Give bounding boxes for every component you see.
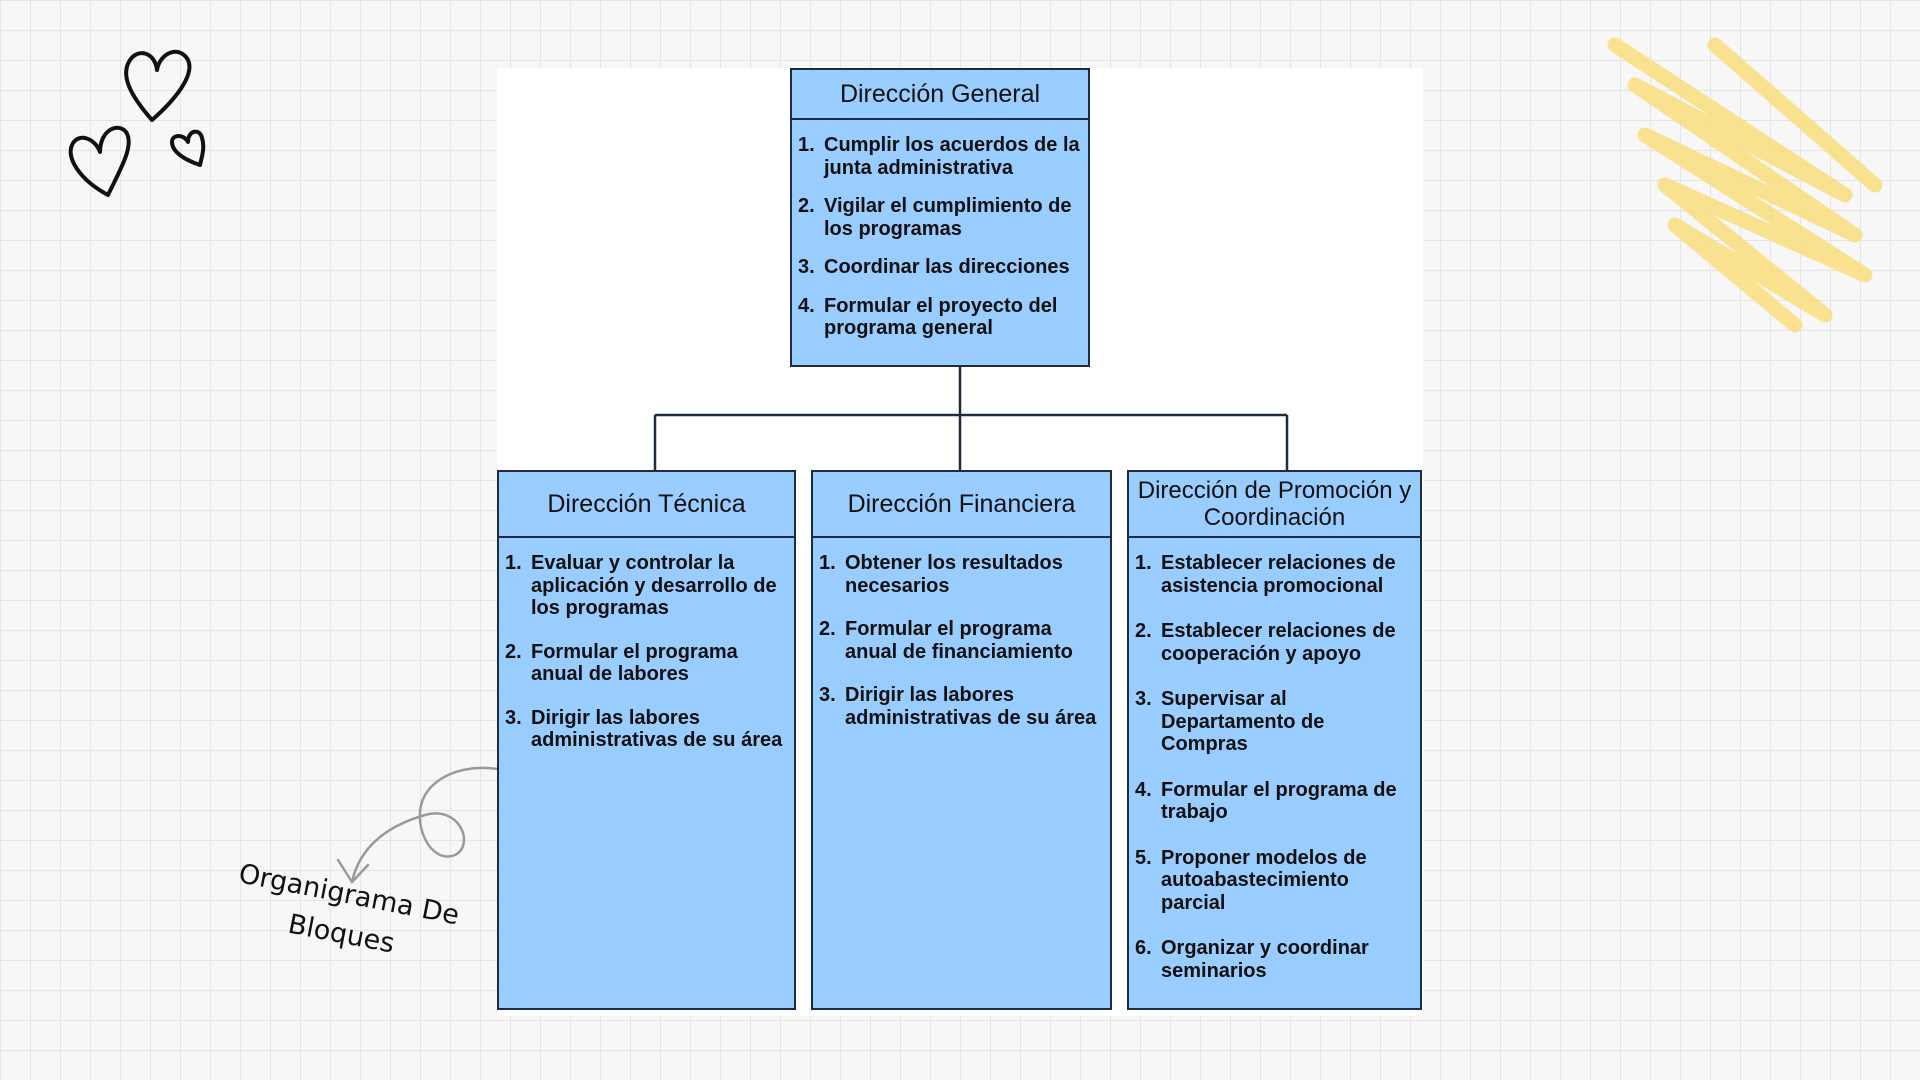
list-item: 2. Formular el programa anual de labores	[499, 641, 794, 686]
org-chart: Dirección General 1. Cumplir los acuerdos…	[497, 68, 1423, 1016]
box-direccion-tecnica: Dirección Técnica 1. Evaluar y controlar …	[497, 470, 796, 1010]
responsibility-list: 1. Evaluar y controlar la aplicación y de…	[499, 538, 794, 752]
list-item: 2. Establecer relaciones de cooperación y…	[1129, 620, 1420, 665]
item-number: 2.	[819, 618, 836, 640]
list-item: 6. Organizar y coordinar seminarios	[1129, 937, 1420, 982]
item-text: Supervisar al Departamento de Compras	[1161, 688, 1325, 755]
hearts-doodle-icon	[68, 49, 206, 197]
item-text: Formular el programa de trabajo	[1161, 778, 1397, 824]
item-text: Formular el programa anual de financiami…	[845, 618, 1073, 663]
responsibility-list: 1. Obtener los resultados necesarios 2. Fo…	[813, 538, 1110, 729]
responsibility-list: 1. Establecer relaciones de asistencia pr…	[1129, 538, 1420, 982]
item-number: 4.	[798, 294, 815, 317]
list-item: 1. Establecer relaciones de asistencia pr…	[1129, 552, 1420, 597]
item-number: 1.	[819, 552, 836, 574]
item-number: 3.	[1135, 688, 1152, 710]
box-direccion-general: Dirección General 1. Cumplir los acuerdos…	[790, 68, 1090, 367]
item-text: Dirigir las labores administrativas de s…	[531, 706, 783, 752]
item-text: Obtener los resultados necesarios	[845, 552, 1063, 597]
box-direccion-promocion: Dirección de Promoción y Coordinación 1.…	[1127, 470, 1422, 1010]
item-text: Coordinar las direcciones	[824, 256, 1070, 278]
item-number: 5.	[1135, 846, 1152, 869]
box-direccion-financiera: Dirección Financiera 1. Obtener los resul…	[811, 470, 1112, 1010]
item-number: 3.	[505, 706, 522, 729]
item-number: 1.	[798, 134, 815, 156]
list-item: 1. Cumplir los acuerdos de la junta admin…	[792, 134, 1088, 179]
connector-lines	[653, 367, 1289, 470]
item-text: Organizar y coordinar seminarios	[1161, 937, 1369, 982]
item-text: Formular el programa anual de labores	[531, 640, 738, 686]
list-item: 2. Formular el programa anual de financia…	[813, 618, 1110, 663]
box-title: Dirección Financiera	[813, 472, 1110, 538]
item-number: 2.	[798, 195, 815, 217]
item-text: Establecer relaciones de cooperación y a…	[1161, 620, 1396, 665]
item-number: 4.	[1135, 778, 1152, 801]
curly-arrow-icon	[336, 766, 522, 884]
box-title: Dirección Técnica	[499, 472, 794, 538]
list-item: 3. Dirigir las labores administrativas de…	[499, 707, 794, 752]
item-text: Dirigir las labores administrativas de s…	[845, 684, 1097, 729]
item-text: Formular el proyecto del programa genera…	[824, 294, 1058, 340]
box-title: Dirección General	[792, 70, 1088, 120]
box-title: Dirección de Promoción y Coordinación	[1129, 472, 1420, 538]
list-item: 3. Dirigir las labores administrativas de…	[813, 684, 1110, 729]
item-text: Evaluar y controlar la aplicación y desa…	[531, 552, 777, 619]
list-item: 4. Formular el programa de trabajo	[1129, 779, 1420, 824]
item-number: 3.	[819, 684, 836, 706]
item-number: 1.	[1135, 552, 1152, 574]
list-item: 5. Proponer modelos de autoabastecimiento…	[1129, 847, 1420, 915]
list-item: 3. Coordinar las direcciones	[792, 256, 1088, 279]
item-number: 1.	[505, 552, 522, 574]
item-number: 2.	[505, 640, 522, 663]
list-item: 3. Supervisar al Departamento de Compras	[1129, 688, 1420, 756]
item-number: 2.	[1135, 620, 1152, 642]
item-text: Vigilar el cumplimiento de los programas	[824, 195, 1072, 240]
responsibility-list: 1. Cumplir los acuerdos de la junta admin…	[792, 120, 1088, 340]
list-item: 2. Vigilar el cumplimiento de los program…	[792, 195, 1088, 240]
item-number: 6.	[1135, 937, 1152, 959]
yellow-scribble-icon	[1607, 37, 1883, 333]
list-item: 1. Evaluar y controlar la aplicación y de…	[499, 552, 794, 620]
item-text: Cumplir los acuerdos de la junta adminis…	[824, 134, 1080, 179]
list-item: 4. Formular el proyecto del programa gene…	[792, 295, 1088, 340]
item-text: Establecer relaciones de asistencia prom…	[1161, 552, 1396, 597]
item-text: Proponer modelos de autoabastecimiento p…	[1161, 846, 1367, 914]
list-item: 1. Obtener los resultados necesarios	[813, 552, 1110, 597]
item-number: 3.	[798, 256, 815, 278]
